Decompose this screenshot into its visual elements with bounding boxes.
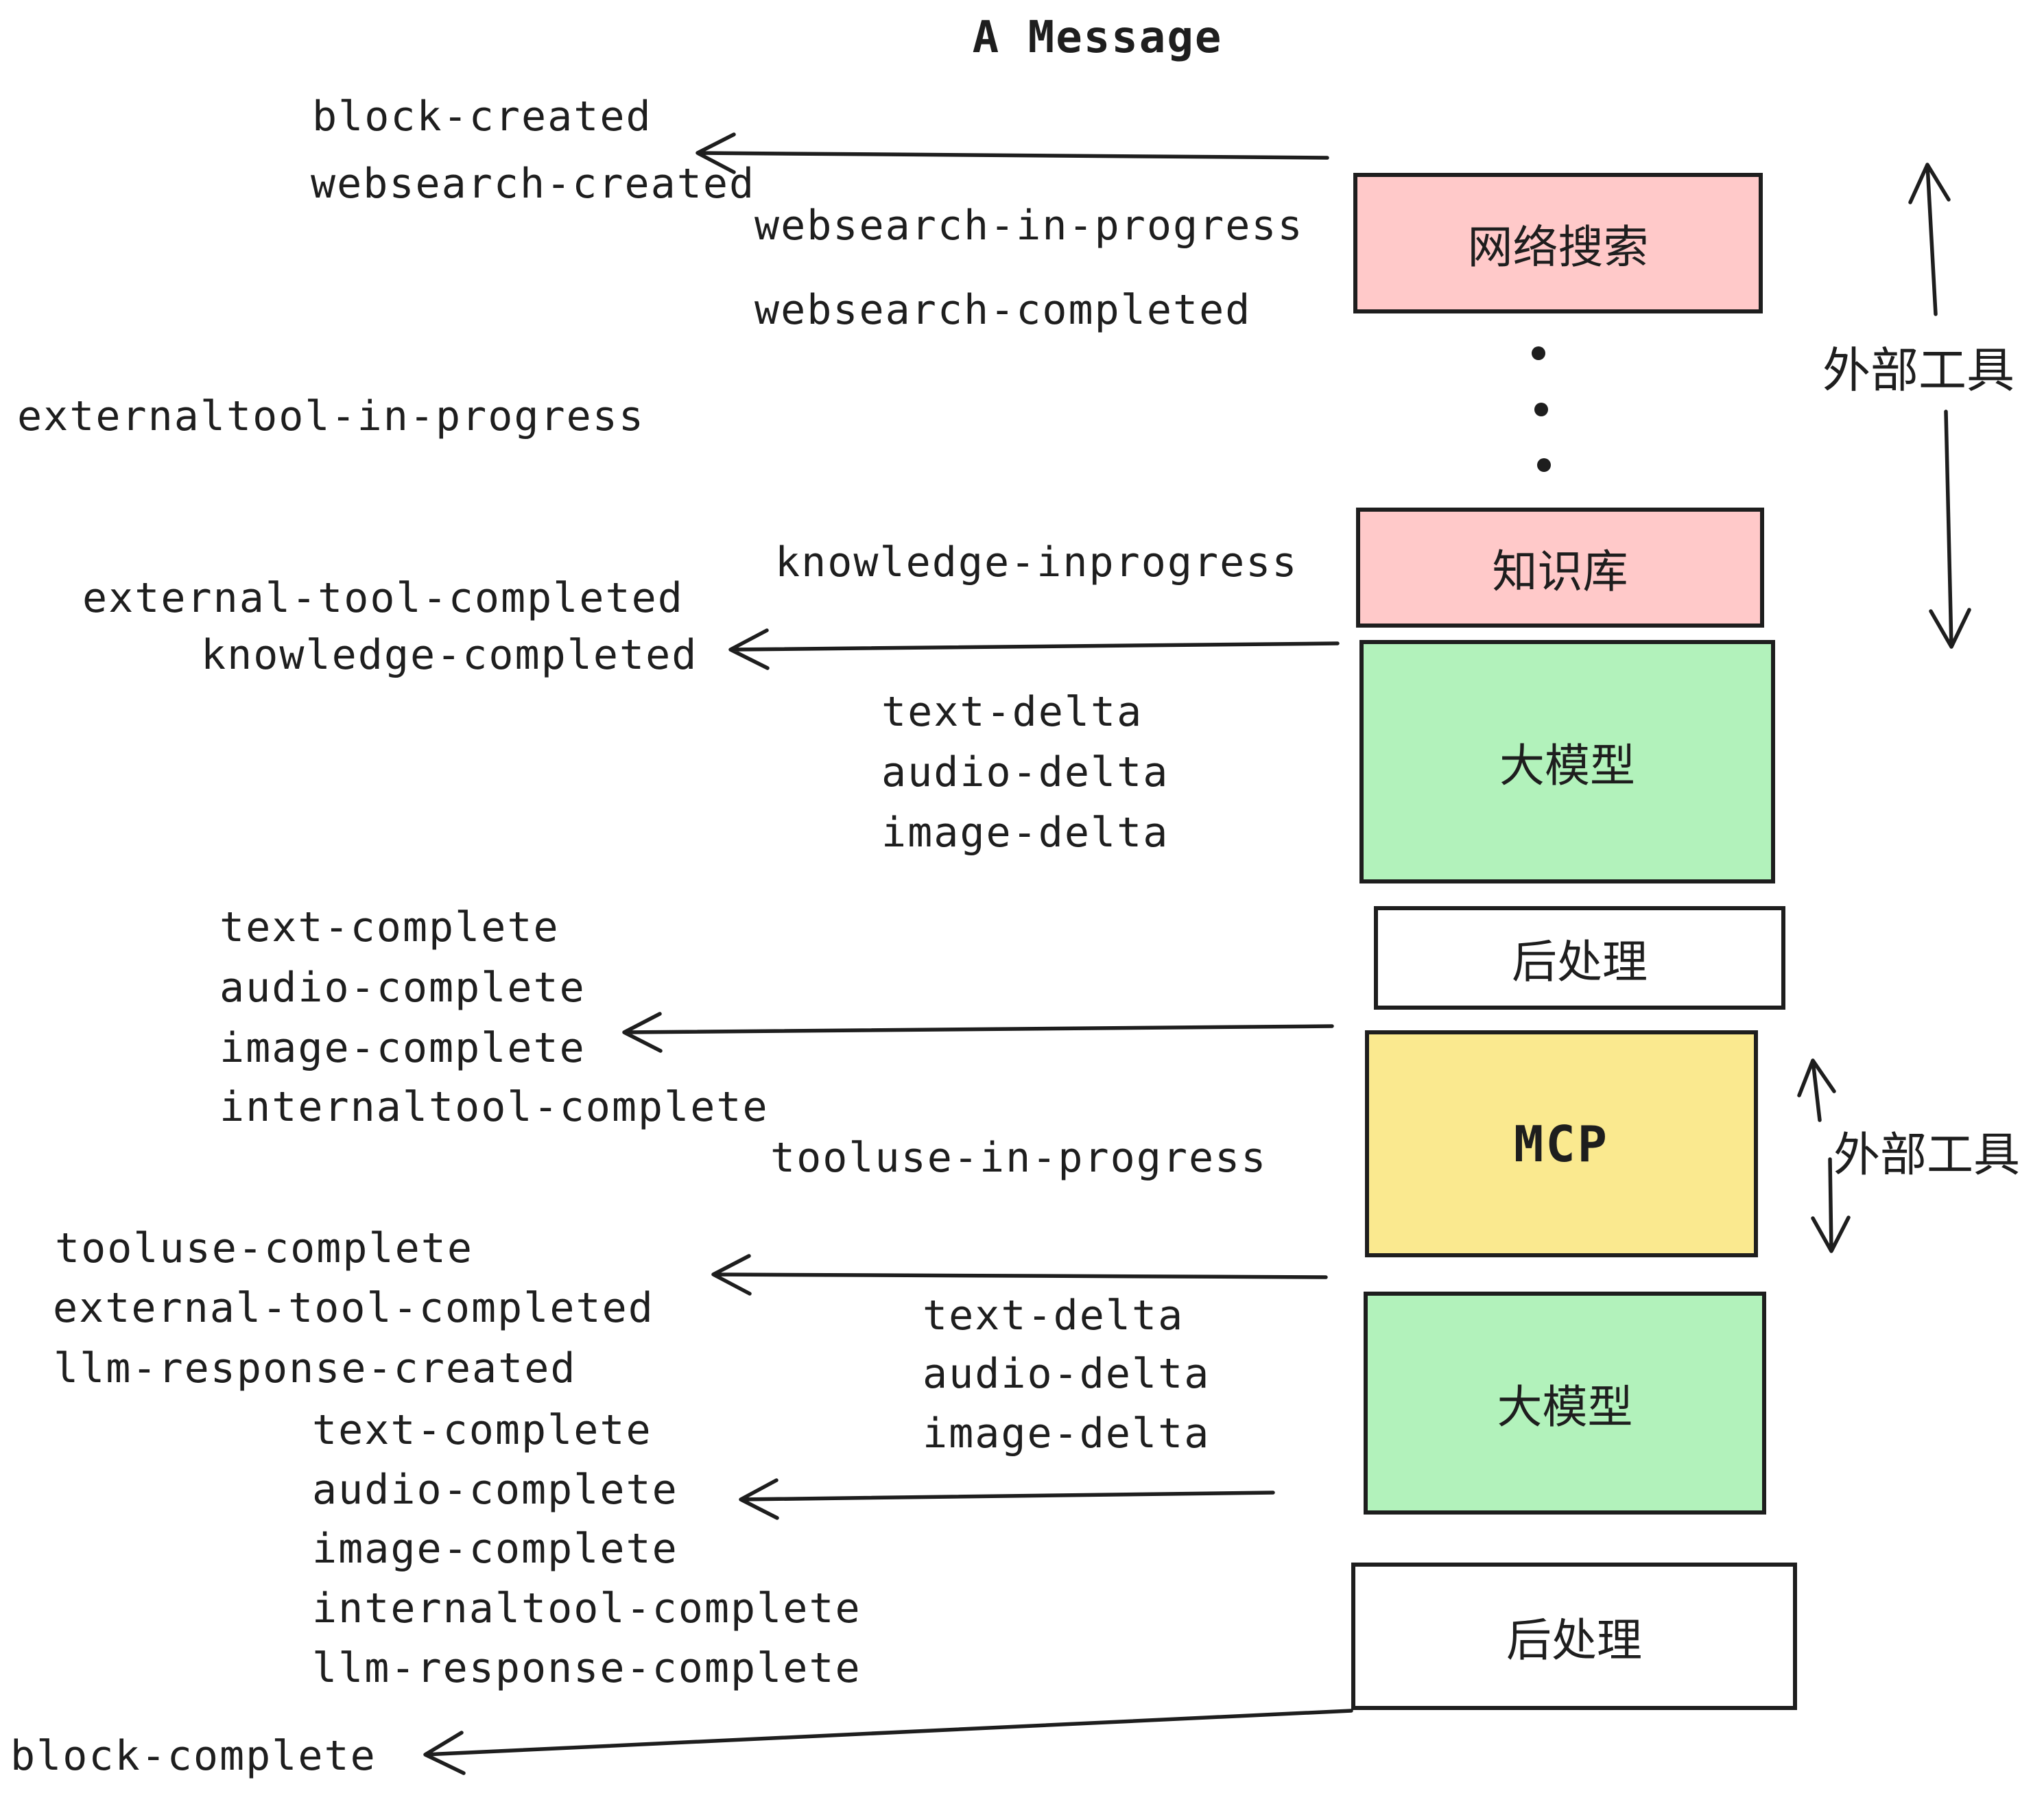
event-image-delta: image-delta	[881, 809, 1169, 857]
arrow-postprocess2-to-block-complete	[423, 1709, 1353, 1775]
event-text-complete-2: text-complete	[312, 1406, 652, 1454]
box-websearch: 网络搜索	[1353, 173, 1763, 313]
event-audio-delta-2: audio-delta	[923, 1350, 1211, 1398]
label-external-tools-lower: 外部工具	[1833, 1128, 2021, 1183]
event-llm-response-complete: llm-response-complete	[312, 1644, 861, 1692]
event-block-created: block-created	[312, 93, 652, 141]
external-tools-lower-down-arrow	[1811, 1157, 1851, 1253]
event-knowledge-inprogress: knowledge-inprogress	[775, 538, 1298, 586]
box-llm-2-label: 大模型	[1497, 1380, 1633, 1434]
box-postprocess-1-label: 后处理	[1512, 935, 1648, 988]
box-websearch-label: 网络搜索	[1467, 220, 1649, 274]
event-llm-response-created: llm-response-created	[54, 1344, 577, 1392]
arrow-mcp-to-tooluse-complete	[711, 1254, 1328, 1296]
event-knowledge-completed: knowledge-completed	[201, 631, 698, 679]
event-websearch-created: websearch-created	[311, 160, 756, 208]
box-mcp-label: MCP	[1513, 1115, 1610, 1173]
box-knowledge-label: 知识库	[1492, 545, 1628, 598]
event-image-delta-2: image-delta	[923, 1410, 1211, 1458]
event-audio-complete-2: audio-complete	[312, 1466, 678, 1514]
event-text-delta-2: text-delta	[923, 1292, 1185, 1340]
box-knowledge: 知识库	[1356, 508, 1764, 628]
arrow-knowledge-to-knowledge-completed	[728, 628, 1340, 670]
diagram-title: A Message	[972, 12, 1223, 63]
event-tooluse-complete: tooluse-complete	[55, 1224, 473, 1272]
event-text-delta: text-delta	[881, 688, 1143, 736]
event-external-tool-completed: external-tool-completed	[82, 574, 684, 622]
event-audio-delta: audio-delta	[881, 748, 1169, 796]
arrow-llm2-to-audio-complete	[739, 1478, 1275, 1520]
event-text-complete: text-complete	[219, 903, 560, 951]
event-websearch-completed: websearch-completed	[754, 286, 1252, 334]
box-mcp: MCP	[1365, 1030, 1758, 1257]
external-tools-upper-up-arrow	[1908, 163, 1951, 316]
event-image-complete-2: image-complete	[312, 1525, 678, 1573]
event-image-complete: image-complete	[219, 1024, 586, 1072]
event-tooluse-in-progress: tooluse-in-progress	[770, 1134, 1268, 1182]
box-llm-1-label: 大模型	[1499, 739, 1635, 792]
event-block-complete: block-complete	[10, 1732, 377, 1780]
vertical-ellipsis-dots	[1532, 346, 1551, 472]
box-llm-2: 大模型	[1364, 1292, 1766, 1515]
box-llm-1: 大模型	[1359, 640, 1775, 883]
event-internaltool-complete-2: internaltool-complete	[312, 1585, 861, 1633]
event-websearch-in-progress: websearch-in-progress	[754, 202, 1304, 250]
label-external-tools-upper: 外部工具	[1822, 342, 2015, 399]
event-external-tool-completed-2: external-tool-completed	[53, 1284, 654, 1332]
event-externaltool-in-progress: externaltool-in-progress	[17, 392, 645, 440]
external-tools-lower-up-arrow	[1797, 1058, 1836, 1122]
box-postprocess-2: 后处理	[1351, 1563, 1797, 1710]
box-postprocess-2-label: 后处理	[1506, 1613, 1642, 1667]
box-postprocess-1: 后处理	[1374, 906, 1785, 1010]
event-internaltool-complete: internaltool-complete	[219, 1083, 769, 1131]
event-audio-complete: audio-complete	[219, 964, 586, 1012]
external-tools-upper-down-arrow	[1929, 410, 1971, 649]
arrow-postprocess-to-image-complete	[622, 1012, 1334, 1053]
arrow-websearch-to-block-created	[696, 132, 1329, 174]
